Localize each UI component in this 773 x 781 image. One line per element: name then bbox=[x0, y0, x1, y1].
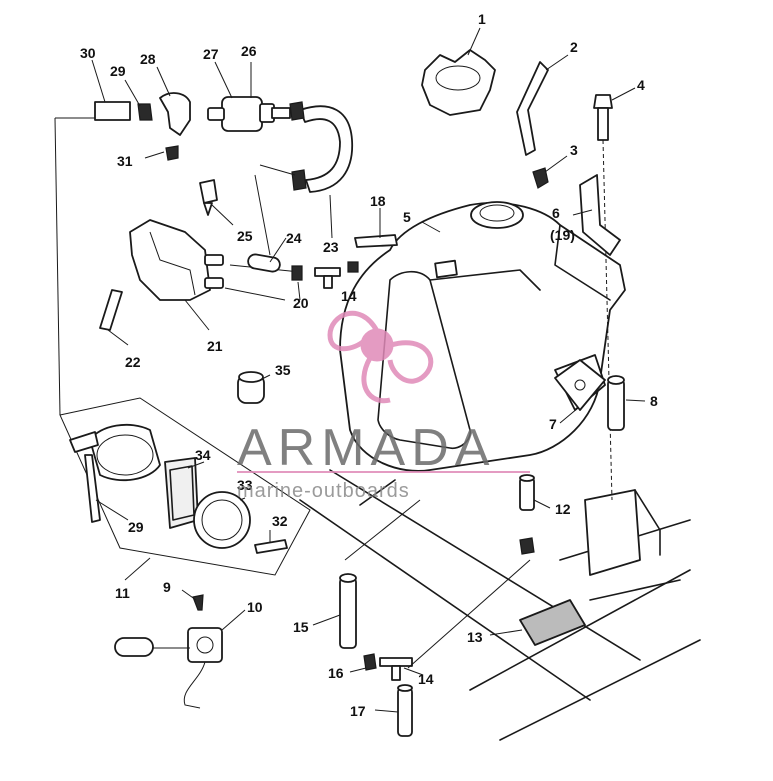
label-17: 17 bbox=[350, 703, 366, 719]
propeller-logo bbox=[327, 310, 434, 404]
label-22: 22 bbox=[125, 354, 141, 370]
label-27: 27 bbox=[203, 46, 219, 62]
vent-hose bbox=[519, 474, 535, 511]
screw bbox=[192, 594, 204, 611]
hose-clip bbox=[532, 167, 549, 189]
label-34: 34 bbox=[195, 447, 211, 463]
label-16: 16 bbox=[328, 665, 344, 681]
leader-lines bbox=[91, 27, 646, 713]
label-9: 9 bbox=[163, 579, 171, 595]
label-13: 13 bbox=[467, 629, 483, 645]
fuel-pump bbox=[129, 179, 301, 301]
label-32: 32 bbox=[272, 513, 288, 529]
label-21: 21 bbox=[207, 338, 223, 354]
fuel-filter bbox=[207, 96, 291, 132]
grommet bbox=[237, 371, 265, 404]
label-2: 2 bbox=[570, 39, 578, 55]
label-6: 6 bbox=[552, 205, 560, 221]
label-25: 25 bbox=[237, 228, 253, 244]
label-28: 28 bbox=[140, 51, 156, 67]
rubber-pad bbox=[519, 599, 586, 646]
label-14-lower: 14 bbox=[418, 671, 434, 687]
label-11: 11 bbox=[115, 585, 130, 601]
hose-clamp bbox=[289, 101, 305, 121]
label-12: 12 bbox=[555, 501, 571, 517]
label-7: 7 bbox=[549, 416, 557, 432]
breather-hose bbox=[516, 61, 549, 156]
label-24: 24 bbox=[286, 230, 302, 246]
label-6-alt: (19) bbox=[550, 227, 575, 243]
armada-watermark: ARMADA marine-outboards bbox=[237, 310, 530, 502]
drain-hoses bbox=[339, 537, 535, 737]
label-3: 3 bbox=[570, 142, 578, 158]
pump-hose bbox=[99, 289, 123, 331]
collar bbox=[607, 375, 625, 431]
fuel-hose-curved bbox=[299, 105, 354, 193]
label-8: 8 bbox=[650, 393, 658, 409]
label-1: 1 bbox=[478, 11, 486, 27]
mount-plate bbox=[554, 359, 606, 411]
label-4: 4 bbox=[637, 77, 645, 93]
bolt bbox=[593, 94, 613, 501]
label-23: 23 bbox=[323, 239, 339, 255]
fuel-sender bbox=[114, 627, 223, 709]
label-33: 33 bbox=[237, 477, 253, 493]
part-numbers: 1 2 3 4 5 6 (19) 7 8 9 10 11 12 13 14 14… bbox=[80, 11, 658, 719]
tank-bracket bbox=[579, 174, 621, 256]
label-31: 31 bbox=[117, 153, 133, 169]
frame-rails bbox=[299, 469, 701, 741]
fuel-line-inlet bbox=[54, 92, 191, 416]
label-29-lower: 29 bbox=[128, 519, 144, 535]
label-20: 20 bbox=[293, 295, 309, 311]
label-18: 18 bbox=[370, 193, 386, 209]
label-14-upper: 14 bbox=[341, 288, 357, 304]
filler-cap bbox=[421, 49, 496, 116]
watermark-brand: ARMADA bbox=[237, 419, 495, 477]
label-10: 10 bbox=[247, 599, 263, 615]
label-15: 15 bbox=[293, 619, 309, 635]
connection-lines bbox=[254, 164, 531, 669]
watermark-tagline: marine-outboards bbox=[237, 480, 410, 502]
label-5: 5 bbox=[403, 209, 411, 225]
label-35: 35 bbox=[275, 362, 291, 378]
label-29-upper: 29 bbox=[110, 63, 126, 79]
electric-pump-assembly bbox=[59, 397, 311, 576]
label-30: 30 bbox=[80, 45, 96, 61]
hose-clamp bbox=[291, 169, 307, 191]
label-26: 26 bbox=[241, 43, 257, 59]
